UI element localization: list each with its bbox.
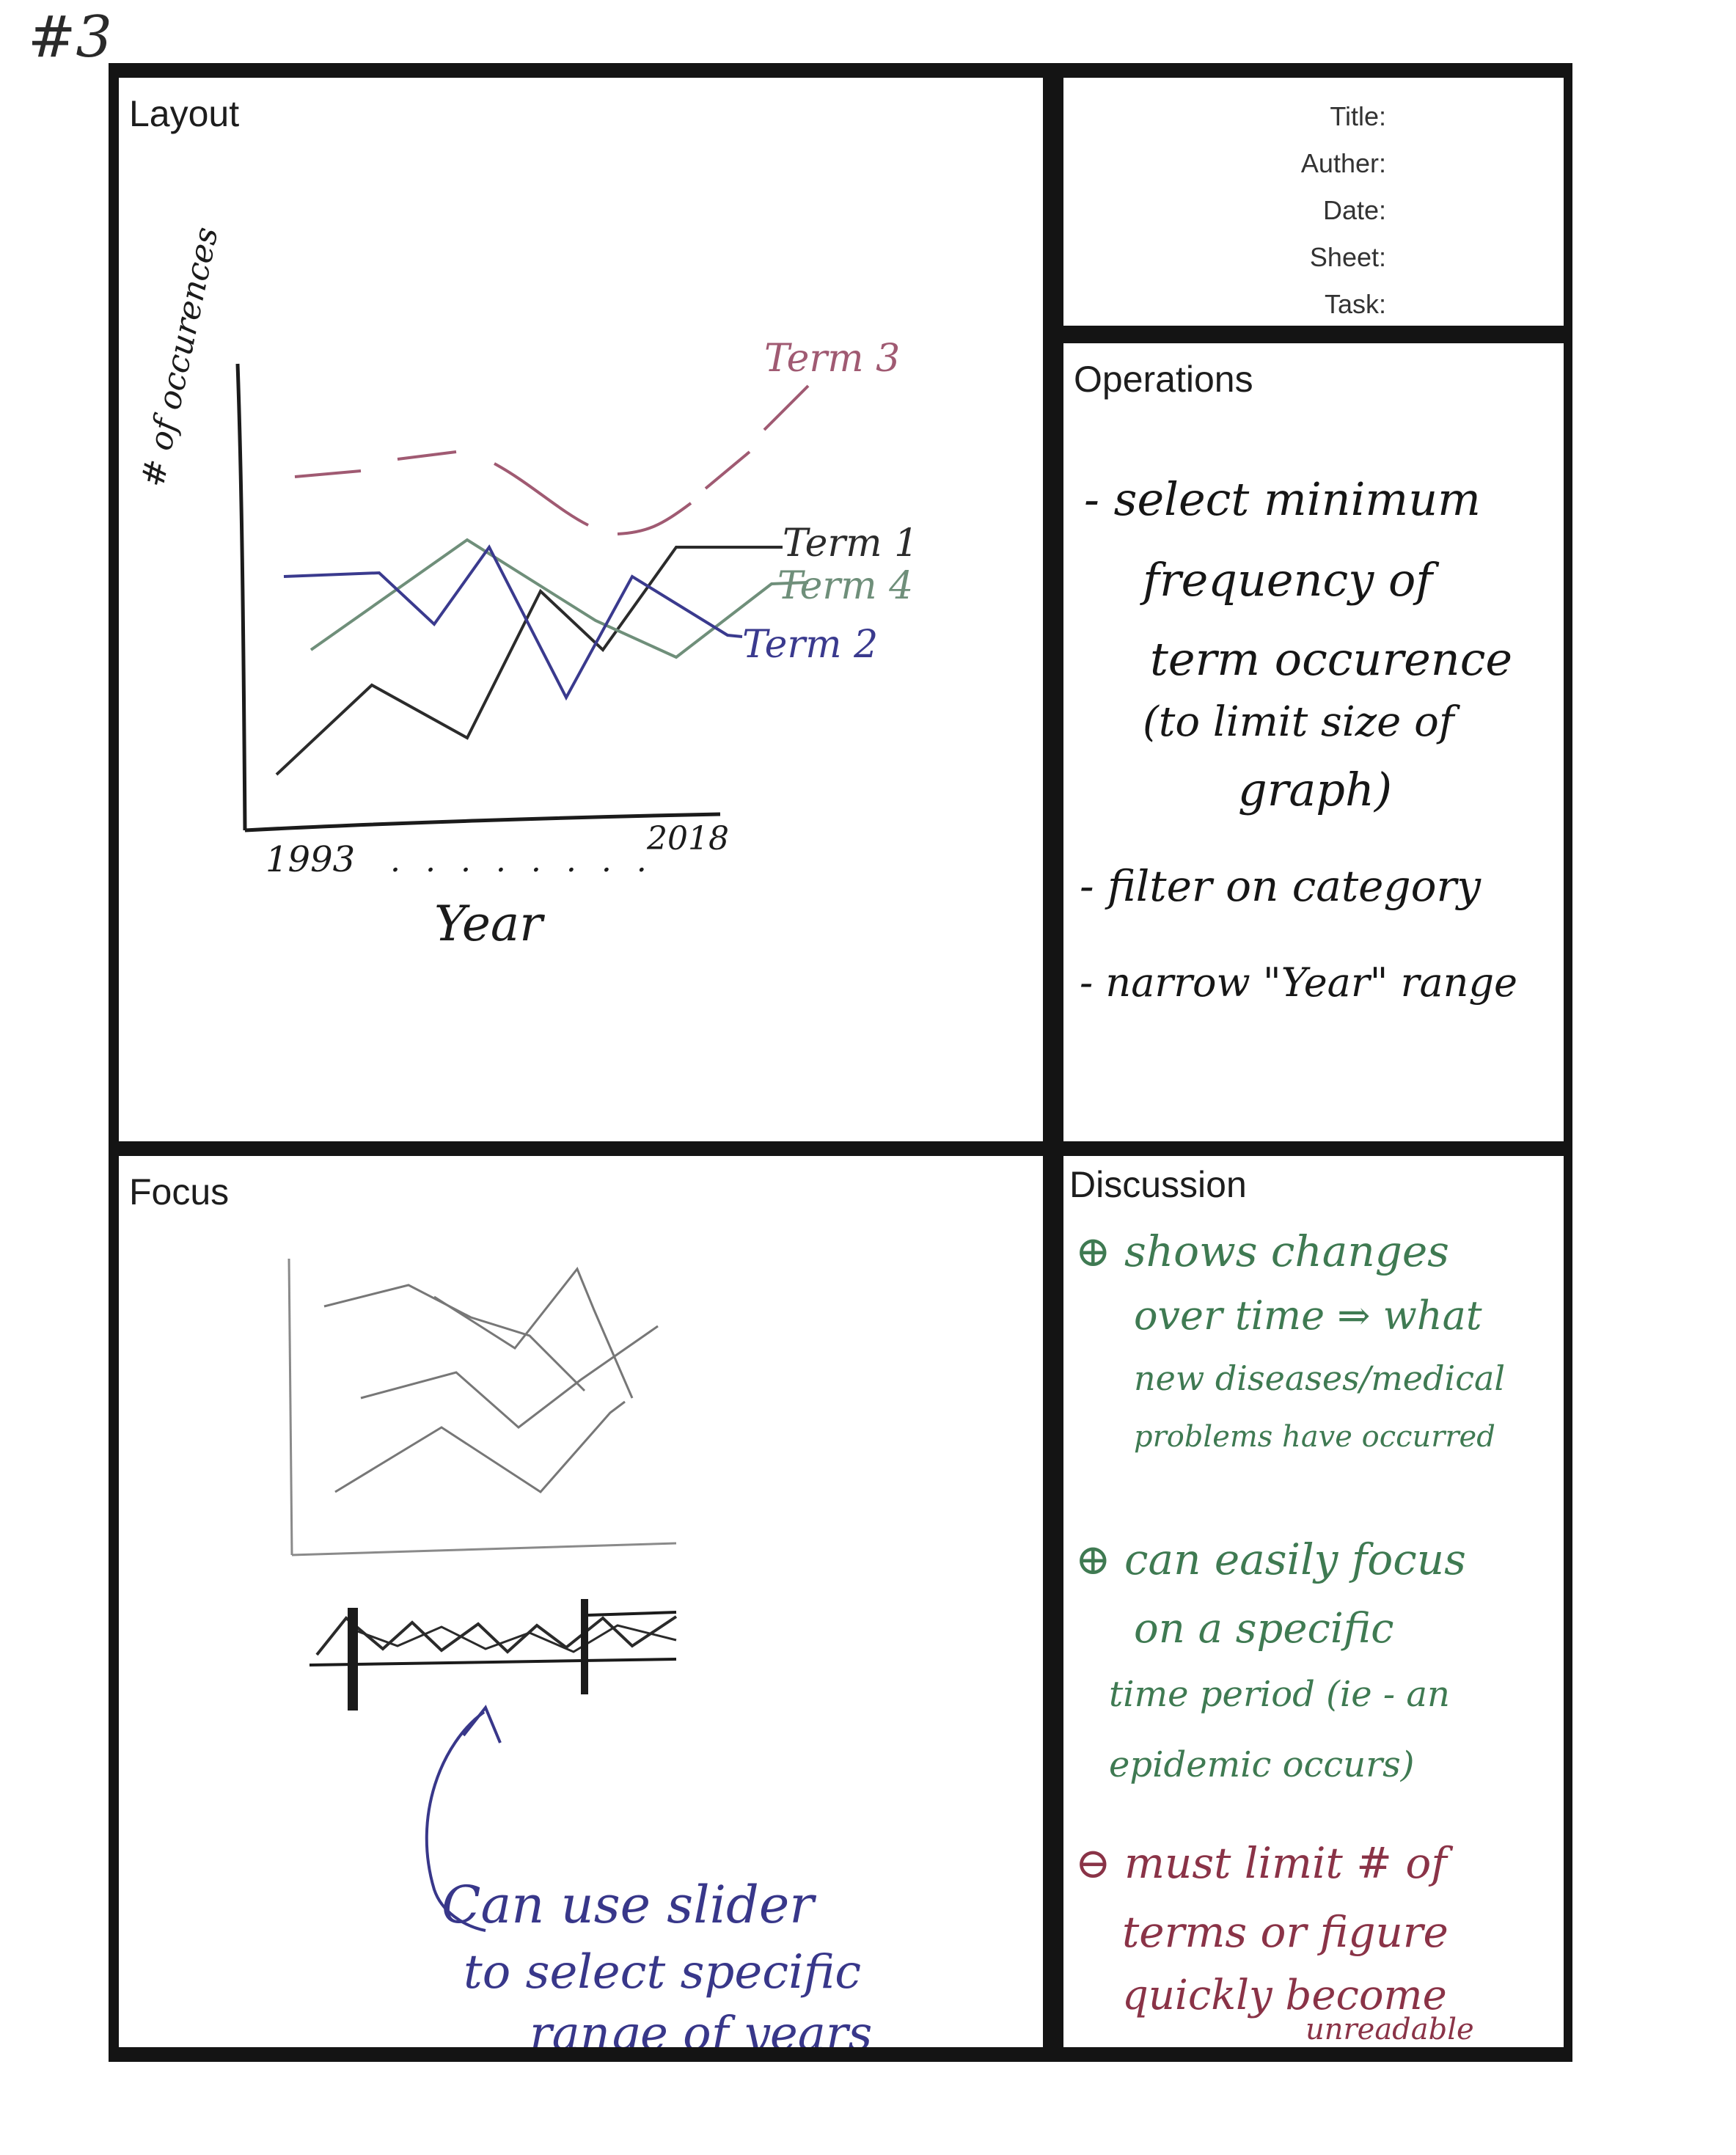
y-axis-label: # of occurences bbox=[134, 224, 226, 490]
discussion-line: over time ⇒ what bbox=[1134, 1292, 1482, 1339]
focus-line bbox=[360, 1325, 659, 1429]
metadata-panel: Title: Auther: Date: Sheet: Task: bbox=[1063, 78, 1564, 326]
operation-line: graph) bbox=[1238, 763, 1393, 816]
x-axis-ellipsis: . . . . . . . . bbox=[390, 842, 654, 879]
focus-title: Focus bbox=[129, 1171, 230, 1212]
layout-panel: Layout Term 3 Term 1 Term 4 Term 2 # of … bbox=[119, 78, 1043, 1141]
focus-panel: Focus Can use slider to select specific … bbox=[119, 1156, 1043, 2047]
operation-line: - select minimum bbox=[1084, 472, 1481, 526]
operation-line: - filter on category bbox=[1080, 861, 1482, 911]
discussion-title: Discussion bbox=[1069, 1164, 1247, 1205]
operation-line: - narrow "Year" range bbox=[1080, 959, 1517, 1006]
operations-panel: Operations - select minimum frequency of… bbox=[1063, 343, 1564, 1141]
legend-term4: Term 4 bbox=[777, 564, 913, 608]
discussion-panel: Discussion ⊕ shows changes over time ⇒ w… bbox=[1063, 1156, 1564, 2047]
discussion-line: quickly become bbox=[1122, 1972, 1447, 2019]
series-line-term4 bbox=[310, 538, 809, 659]
layout-chart: Term 3 Term 1 Term 4 Term 2 # of occuren… bbox=[134, 224, 918, 952]
meta-date-label: Date: bbox=[1322, 195, 1386, 225]
slider-minichart bbox=[315, 1615, 678, 1656]
series-line-term3 bbox=[294, 384, 810, 535]
discussion-line: unreadable bbox=[1305, 2013, 1474, 2046]
legend-term3: Term 3 bbox=[764, 337, 900, 381]
slider-track bbox=[309, 1658, 677, 1666]
focus-sketch bbox=[287, 1258, 678, 1932]
arrow-icon bbox=[425, 1711, 486, 1932]
slider-handle-left[interactable] bbox=[348, 1608, 358, 1711]
operations-title: Operations bbox=[1074, 359, 1253, 400]
discussion-line: time period (ie - an bbox=[1109, 1674, 1450, 1715]
y-axis bbox=[235, 363, 247, 831]
meta-task-label: Task: bbox=[1324, 289, 1386, 319]
slider-handle-right[interactable] bbox=[581, 1599, 588, 1694]
discussion-line: epidemic occurs) bbox=[1109, 1744, 1415, 1785]
storyboard-frame: Layout Term 3 Term 1 Term 4 Term 2 # of … bbox=[109, 63, 1572, 2062]
layout-title: Layout bbox=[129, 93, 240, 134]
arrow-head bbox=[462, 1705, 502, 1744]
meta-title-label: Title: bbox=[1330, 101, 1386, 131]
focus-line bbox=[433, 1267, 634, 1399]
discussion-line: ⊖ must limit # of bbox=[1075, 1838, 1447, 1888]
slider-top bbox=[587, 1611, 677, 1617]
focus-line bbox=[323, 1284, 586, 1392]
sheet-number: #3 bbox=[28, 4, 112, 70]
x-tick-end: 2018 bbox=[646, 820, 729, 857]
operation-line: (to limit size of bbox=[1143, 698, 1454, 746]
x-axis-label: Year bbox=[434, 896, 545, 952]
operation-line: frequency of bbox=[1143, 553, 1433, 607]
discussion-line: new diseases/medical bbox=[1134, 1358, 1506, 1398]
focus-note-line: range of years bbox=[530, 2007, 873, 2047]
discussion-line: ⊕ can easily focus bbox=[1075, 1534, 1466, 1584]
x-tick-start: 1993 bbox=[265, 839, 355, 880]
series-line-term1 bbox=[275, 546, 783, 776]
focus-note-line: Can use slider bbox=[442, 1875, 814, 1935]
discussion-line: problems have occurred bbox=[1134, 1420, 1495, 1454]
series-line-term2 bbox=[283, 544, 743, 701]
discussion-line: ⊕ shows changes bbox=[1075, 1226, 1449, 1276]
slider-minichart bbox=[353, 1624, 677, 1653]
x-axis bbox=[244, 812, 721, 833]
meta-author-label: Auther: bbox=[1300, 148, 1386, 178]
discussion-line: on a specific bbox=[1134, 1605, 1394, 1653]
focus-note-line: to select specific bbox=[464, 1945, 862, 1999]
focus-line bbox=[334, 1400, 626, 1493]
discussion-line: terms or figure bbox=[1122, 1907, 1449, 1957]
focus-y-axis bbox=[287, 1258, 293, 1556]
meta-sheet-label: Sheet: bbox=[1309, 242, 1386, 272]
legend-term1: Term 1 bbox=[783, 522, 918, 566]
legend-term2: Term 2 bbox=[742, 623, 878, 667]
operation-line: term occurence bbox=[1150, 632, 1513, 686]
focus-x-axis bbox=[291, 1542, 677, 1556]
